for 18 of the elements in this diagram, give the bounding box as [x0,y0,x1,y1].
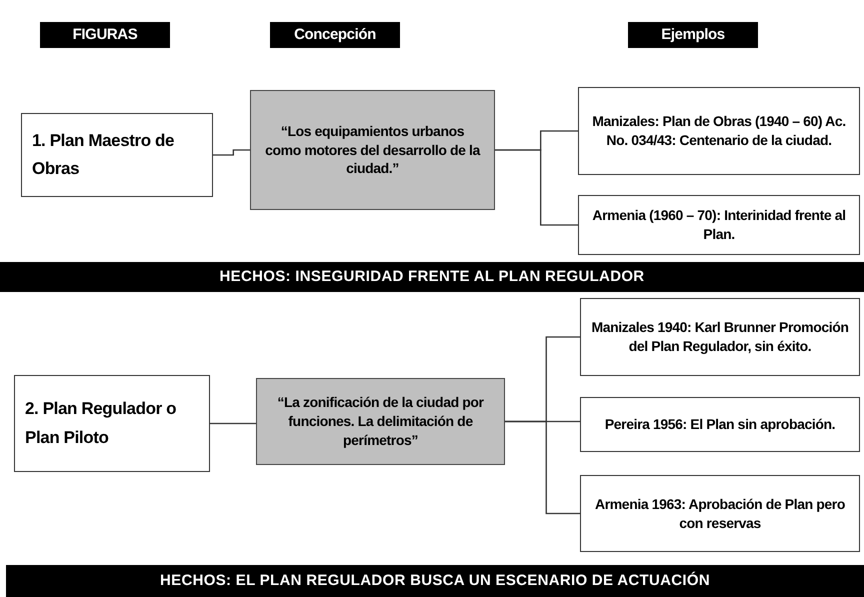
concept-box: “Los equipamientos urbanos como motores del desarrollo de la ciudad.” [250,90,495,210]
connector-line [505,420,580,514]
connector-line [210,422,256,424]
example-box: Armenia (1960 – 70): Interinidad frente al Plan. [578,195,860,255]
facts-banner: HECHOS: EL PLAN REGULADOR BUSCA UN ESCENARIO DE ACTUACIÓN [6,565,864,597]
example-box: Manizales: Plan de Obras (1940 – 60) Ac. No. 034/43: Centenario de la ciudad. [578,87,860,175]
figure-box: 2. Plan Regulador o Plan Piloto [14,375,210,472]
connector-line [213,149,250,156]
example-box: Pereira 1956: El Plan sin aprobación. [580,397,860,452]
column-header: Concepción [270,22,400,48]
column-header: Ejemplos [628,22,758,48]
figure-box: 1. Plan Maestro de Obras [21,113,213,197]
example-box: Manizales 1940: Karl Brunner Promoción del Plan Regulador, sin éxito. [580,298,860,376]
column-header: FIGURAS [40,22,170,48]
example-box: Armenia 1963: Aprobación de Plan pero con reservas [580,475,860,552]
concept-box: “La zonificación de la ciudad por funciones. La delimitación de perímetros” [256,378,505,465]
facts-banner: HECHOS: INSEGURIDAD FRENTE AL PLAN REGULADOR [0,262,864,292]
connector-line [495,149,578,226]
